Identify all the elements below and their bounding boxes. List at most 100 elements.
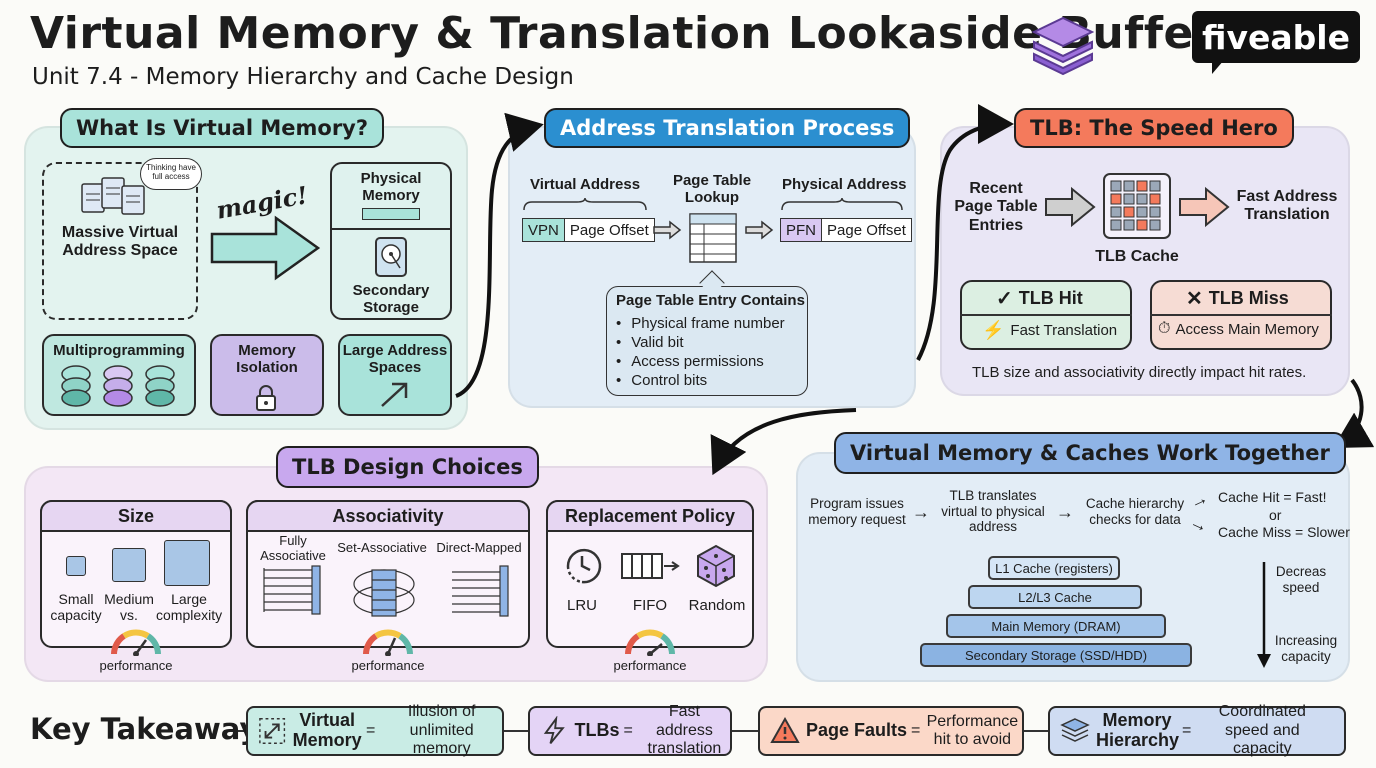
takeaway-term: TLBs	[574, 720, 620, 741]
cross-icon: ✕	[1186, 288, 1203, 310]
performance-gauge-icon	[363, 629, 413, 656]
physical-address-brace	[781, 198, 903, 211]
flow-arrow-icon: →	[912, 502, 930, 522]
lock-icon	[256, 385, 276, 411]
takeaway-eq: =	[623, 721, 633, 739]
together-heading: Virtual Memory & Caches Work Together	[834, 432, 1346, 474]
size-option-small: Small capacity	[50, 591, 102, 624]
warning-icon	[770, 716, 800, 743]
takeaway-memory-hierarchy: Memory Hierarchy = Coordinated speed and…	[1048, 703, 1346, 758]
replacement-card-header	[546, 500, 754, 532]
cache-or-text: or	[1269, 507, 1282, 523]
expand-arrow-icon	[381, 382, 408, 407]
policy-lru: LRU	[566, 597, 597, 614]
virtual-address-fields: VPN Page Offset	[522, 218, 655, 242]
fiveable-logo: fiveable	[1192, 11, 1360, 63]
memory-divider	[330, 228, 452, 230]
takeaway-def: Coordinated speed and capacity	[1218, 703, 1306, 758]
translation-heading: Address Translation Process	[544, 108, 911, 148]
clock-history-icon	[566, 548, 602, 584]
physical-offset-field: Page Offset	[821, 218, 912, 242]
pte-list: Physical frame number Valid bit Access p…	[616, 314, 785, 390]
takeaway-term: Page Faults	[806, 720, 908, 741]
right-arrow-icon-2	[745, 220, 774, 240]
associativity-diagrams	[263, 565, 509, 617]
ram-stick-icon	[362, 208, 420, 220]
arrow-tlb-to-together	[1333, 378, 1375, 449]
takeaways-heading: Key Takeaways	[30, 712, 276, 746]
flow-step-translate: TLB translates virtual to physical addre…	[941, 488, 1045, 535]
virtual-address-label: Virtual Address	[530, 176, 641, 193]
memory-isolation-label: Memory Isolation	[236, 342, 298, 377]
takeaway-def: Illusion of unlimited memory	[407, 703, 476, 758]
pyramid-level-l1: L1 Cache (registers)	[988, 556, 1120, 580]
pte-item: Control bits	[616, 371, 785, 390]
tlb-miss-desc-row: ⏱ Access Main Memory	[1158, 320, 1319, 338]
takeaway-def: Fast address translation	[647, 703, 722, 758]
policy-fifo: FIFO	[632, 597, 668, 614]
size-option-medium: Medium vs.	[104, 591, 154, 624]
right-arrow-icon	[653, 220, 682, 240]
stacked-layers-icon	[1031, 16, 1095, 76]
vpn-field: VPN	[522, 218, 564, 242]
pte-item: Valid bit	[616, 333, 785, 352]
pyramid-level-storage: Secondary Storage (SSD/HDD)	[920, 643, 1192, 667]
magic-arrow-icon	[210, 215, 321, 281]
capacity-axis-label: Increasing capacity	[1274, 633, 1338, 664]
performance-gauge-icon	[111, 629, 161, 656]
takeaway-tlbs: TLBs = Fast address translation	[528, 703, 732, 758]
peach-arrow-icon	[1179, 186, 1230, 228]
tlb-hit-desc-row: ⚡ Fast Translation	[982, 320, 1117, 341]
large-address-spaces-label: Large Address Spaces	[342, 342, 448, 377]
flow-arrow-icon-2: →	[1056, 502, 1074, 522]
takeaway-eq: =	[366, 721, 376, 739]
secondary-storage-label: Secondary Storage	[352, 282, 430, 317]
tlb-note: TLB size and associativity directly impa…	[972, 364, 1307, 381]
tlb-miss-divider	[1150, 314, 1332, 316]
pte-item: Physical frame number	[616, 314, 784, 333]
page-table-lookup-label: Page Table Lookup	[672, 172, 752, 207]
replacement-gauge-label: performance	[613, 658, 687, 673]
size-gauge-label: performance	[99, 658, 173, 673]
grey-arrow-icon	[1045, 186, 1096, 228]
tlb-cache-label: TLB Cache	[1095, 248, 1179, 265]
associativity-title: Associativity	[332, 506, 444, 526]
speed-axis-label: Decreas speed	[1275, 564, 1327, 595]
flow-step-cache-check: Cache hierarchy checks for data	[1085, 496, 1185, 527]
large-square-icon	[164, 540, 210, 586]
tlb-hit-divider	[960, 314, 1132, 316]
tlb-cache-grid-icon	[1103, 173, 1171, 239]
tlb-panel	[940, 126, 1350, 396]
address-space-label: Massive Virtual Address Space	[61, 224, 179, 260]
performance-gauge-icon	[625, 629, 675, 656]
tlb-hit-title: TLB Hit	[1018, 288, 1083, 308]
assoc-gauge-label: performance	[351, 658, 425, 673]
fifo-queue-icon	[621, 553, 680, 579]
size-title: Size	[117, 506, 155, 526]
assoc-option-set: Set-Associative	[337, 540, 427, 555]
pfn-field: PFN	[780, 218, 821, 242]
tlb-heading: TLB: The Speed Hero	[1014, 108, 1294, 148]
assoc-option-direct: Direct-Mapped	[436, 540, 522, 555]
documents-icon	[81, 177, 145, 215]
thought-bubble: Thinking have full access	[140, 158, 202, 190]
tlb-miss-title-row: ✕ TLB Miss	[1186, 286, 1289, 311]
takeaway-eq: =	[1182, 721, 1192, 739]
small-square-icon	[66, 556, 86, 576]
cache-hit-text: Cache Hit = Fast!	[1218, 489, 1327, 505]
associativity-card-header	[246, 500, 530, 532]
size-card-header	[40, 500, 232, 532]
takeaway-def: Performance hit to avoid	[926, 712, 1019, 748]
large-address-spaces-card	[338, 334, 452, 416]
takeaway-page-faults: Page Faults = Performance hit to avoid	[758, 706, 1024, 756]
physical-memory-label: Physical Memory	[360, 170, 422, 205]
tlb-hit-title-row: ✓ TLB Hit	[996, 286, 1083, 311]
recent-entries-label: Recent Page Table Entries	[954, 180, 1038, 234]
virtual-memory-heading: What Is Virtual Memory?	[60, 108, 385, 148]
fast-translation-label: Fast Address Translation	[1236, 188, 1338, 224]
down-arrow-icon	[1257, 562, 1271, 668]
tlb-miss-title: TLB Miss	[1208, 288, 1289, 308]
pte-item: Access permissions	[616, 352, 785, 371]
dice-icon	[697, 544, 735, 588]
takeaway-virtual-memory: Virtual Memory = Illusion of unlimited m…	[246, 703, 504, 758]
